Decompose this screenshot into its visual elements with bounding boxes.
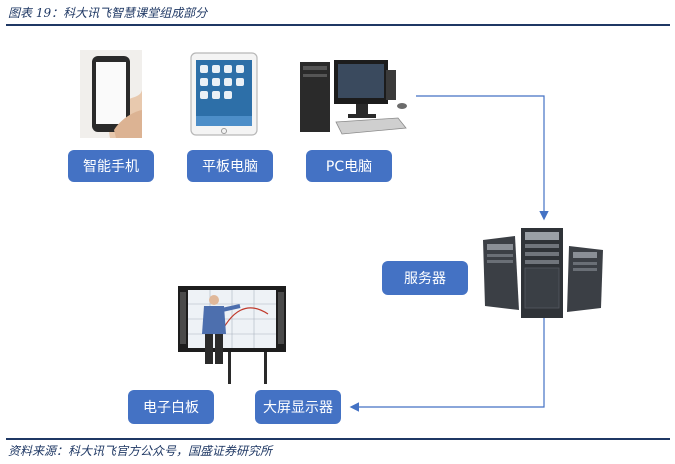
- smartphone-label: 智能手机: [68, 150, 154, 182]
- figure-title: 图表 19：科大讯飞智慧课堂组成部分: [8, 6, 208, 20]
- smartphone-icon: [80, 50, 142, 138]
- interactive-whiteboard-icon: [178, 284, 288, 384]
- pc-label: PC电脑: [306, 150, 392, 182]
- tablet-icon: [190, 52, 258, 136]
- tablet-label: 平板电脑: [187, 150, 273, 182]
- arrow-devices-to-server: [416, 95, 549, 221]
- large-display-label: 大屏显示器: [255, 390, 341, 424]
- top-rule: [6, 24, 670, 26]
- bottom-rule: [6, 438, 670, 440]
- figure-source: 资料来源：科大讯飞官方公众号，国盛证券研究所: [8, 444, 273, 458]
- desktop-pc-icon: [298, 56, 410, 136]
- server-tower-icon: [479, 226, 611, 320]
- whiteboard-label: 电子白板: [128, 390, 214, 424]
- server-label: 服务器: [382, 261, 468, 295]
- arrow-server-to-display: [349, 312, 545, 412]
